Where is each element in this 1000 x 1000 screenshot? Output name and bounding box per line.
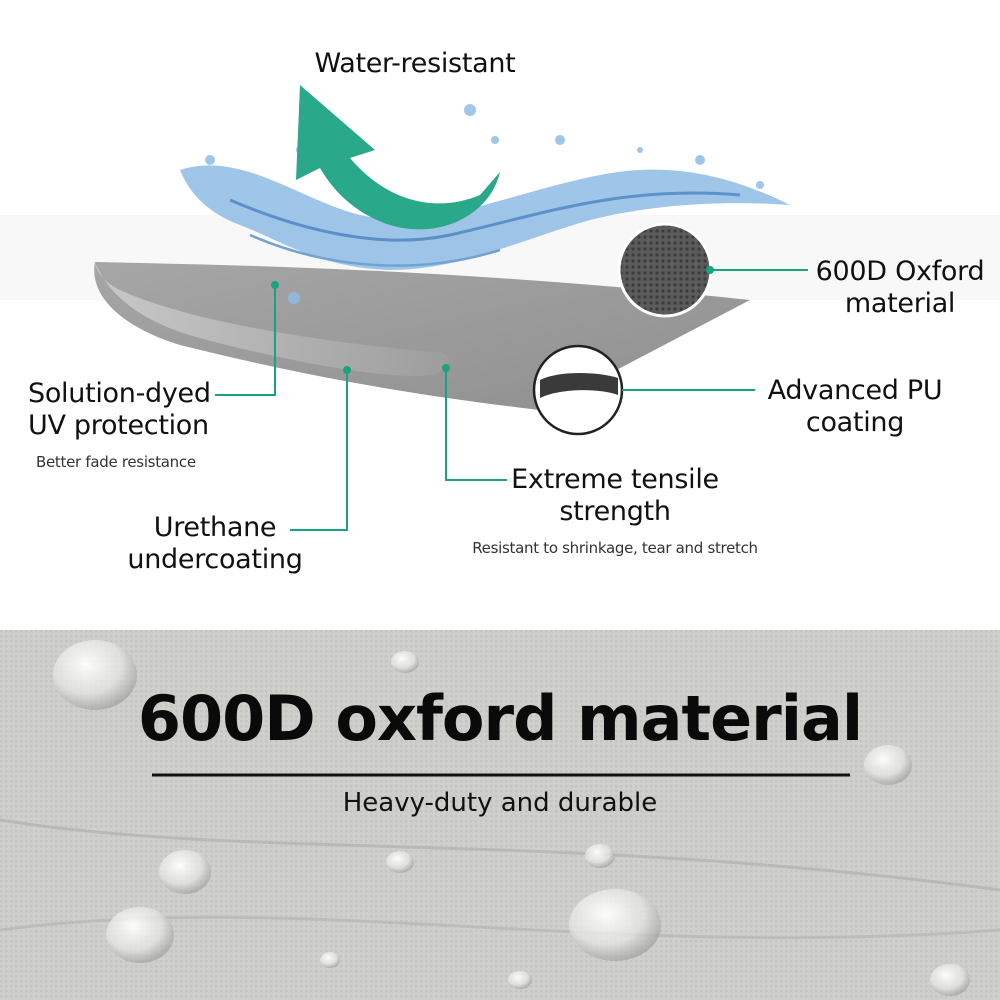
water-resistant-label: Water-resistant xyxy=(314,48,516,79)
fabric-curl xyxy=(95,262,449,377)
urethane-label: Urethane undercoating xyxy=(127,512,303,575)
water-droplets xyxy=(53,640,970,996)
pu-label: Advanced PU coating xyxy=(767,375,943,438)
coating-cross-section-icon xyxy=(532,344,624,436)
fabric-swatch-icon xyxy=(617,222,713,318)
water-splash-icon xyxy=(180,104,790,304)
arrow-icon xyxy=(296,85,500,230)
connector-lines xyxy=(215,269,808,531)
uv-label: Solution-dyed UV protection Better fade … xyxy=(28,378,211,471)
tensile-label: Extreme tensile strength Resistant to sh… xyxy=(472,464,758,557)
oxford-label: 600D Oxford material xyxy=(815,256,985,319)
bottom-subtitle: Heavy-duty and durable xyxy=(342,788,658,818)
fabric-illustration xyxy=(94,85,808,531)
bottom-title: 600D oxford material xyxy=(137,682,863,755)
fabric-closeup-panel xyxy=(0,630,1000,1000)
